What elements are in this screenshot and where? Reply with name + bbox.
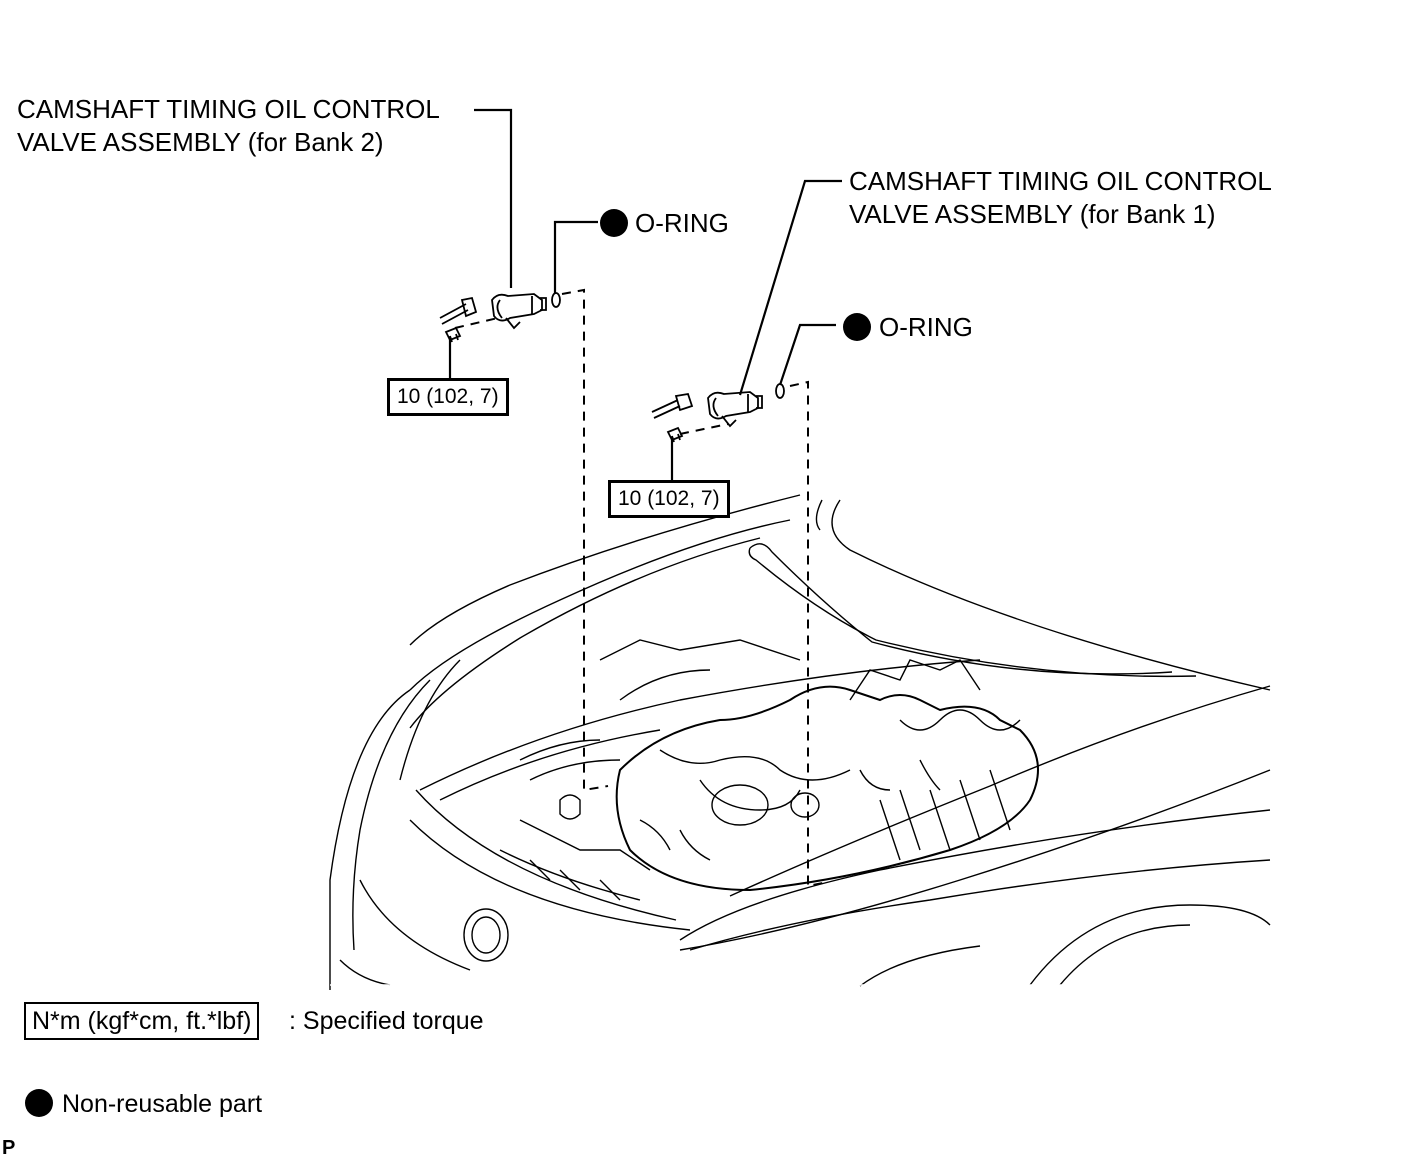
- nonreusable-dot-oring-right: [843, 313, 871, 341]
- oring-right-label: O-RING: [879, 312, 973, 342]
- valve-bank1-label-line2: VALVE ASSEMBLY (for Bank 1): [849, 199, 1216, 229]
- dashed-alignment-lines: [454, 288, 829, 888]
- valve-bank2-part: [439, 292, 561, 343]
- valve-bank1-part: [651, 383, 785, 443]
- vehicle-body: [329, 494, 1271, 990]
- valve-bank1-label-line1: CAMSHAFT TIMING OIL CONTROL: [849, 166, 1272, 196]
- figure-code: P: [2, 1137, 16, 1159]
- torque-spec-bank1: 10 (102, 7): [608, 480, 730, 518]
- nonreusable-dot-oring-top: [600, 209, 628, 237]
- legend-nonreusable-text: Non-reusable part: [62, 1090, 263, 1118]
- valve-bank2-label: CAMSHAFT TIMING OIL CONTROL VALVE ASSEMB…: [17, 93, 440, 159]
- valve-bank2-label-line1: CAMSHAFT TIMING OIL CONTROL: [17, 94, 440, 124]
- oring-top-label: O-RING: [635, 208, 729, 238]
- leader-lines: [448, 108, 842, 480]
- legend-torque-text: : Specified torque: [289, 1007, 484, 1035]
- legend-torque-box: N*m (kgf*cm, ft.*lbf): [24, 1002, 260, 1040]
- legend-nonreusable-dot: [25, 1089, 53, 1117]
- valve-bank1-label: CAMSHAFT TIMING OIL CONTROL VALVE ASSEMB…: [849, 165, 1272, 231]
- valve-bank2-label-line2: VALVE ASSEMBLY (for Bank 2): [17, 127, 384, 157]
- torque-spec-bank2: 10 (102, 7): [387, 378, 509, 416]
